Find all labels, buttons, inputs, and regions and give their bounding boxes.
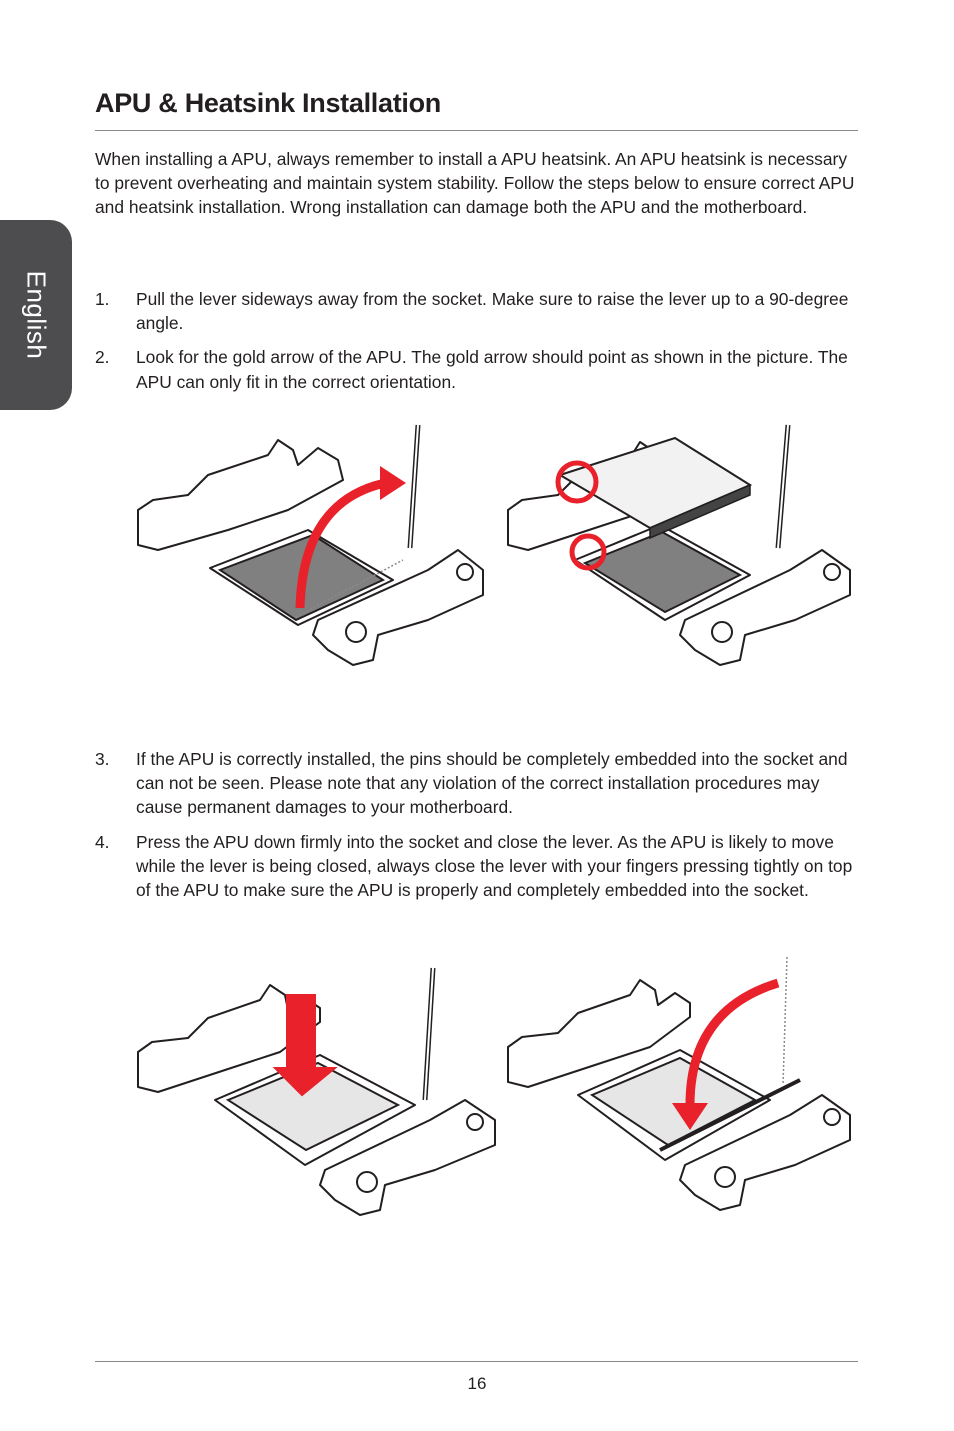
- step-item: 4. Press the APU down firmly into the soc…: [95, 830, 865, 903]
- step-number: 2.: [95, 347, 110, 368]
- step-text: Pull the lever sideways away from the so…: [136, 289, 849, 334]
- illustration-apu-orientation: [507, 424, 851, 666]
- language-tab: English: [0, 220, 72, 410]
- steps-list-bottom: 3. If the APU is correctly installed, the…: [95, 747, 865, 912]
- step-text: Look for the gold arrow of the APU. The …: [136, 347, 848, 392]
- step-number: 3.: [95, 749, 110, 769]
- illustration-lever-raised: [137, 424, 484, 666]
- footer-divider: [95, 1361, 858, 1362]
- step-number: 4.: [95, 831, 110, 852]
- step-number: 1.: [95, 289, 110, 309]
- language-tab-label: English: [21, 270, 52, 360]
- step-item: 1. Pull the lever sideways away from the …: [95, 287, 865, 335]
- page-title: APU & Heatsink Installation: [95, 88, 441, 118]
- step-text: If the APU is correctly installed, the p…: [136, 749, 848, 818]
- step-text: Press the APU down firmly into the socke…: [136, 831, 853, 901]
- illustration-press-apu: [137, 967, 496, 1216]
- step-item: 3. If the APU is correctly installed, the…: [95, 747, 865, 820]
- page-number: 16: [467, 1374, 487, 1393]
- illustration-close-lever: [507, 956, 851, 1211]
- steps-list-top: 1. Pull the lever sideways away from the …: [95, 287, 865, 404]
- step-item: 2. Look for the gold arrow of the APU. Th…: [95, 345, 865, 393]
- intro-paragraph: When installing a APU, always remember t…: [95, 149, 855, 218]
- title-divider: [95, 130, 858, 131]
